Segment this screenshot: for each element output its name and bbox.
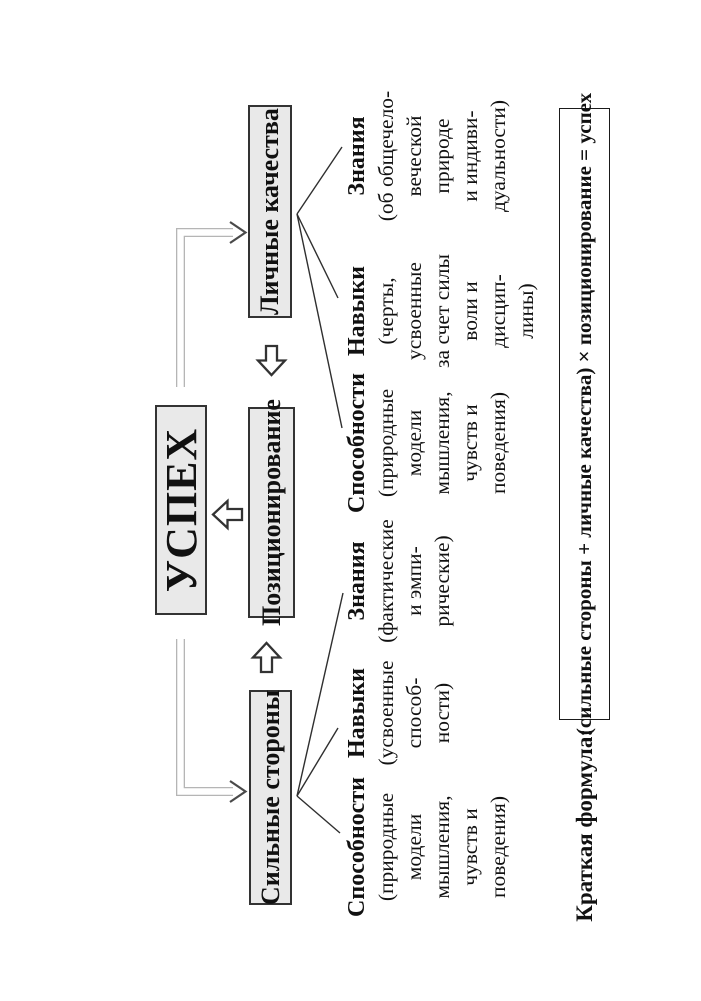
column-desc-line: чувств и [458,808,482,886]
column-desc-line: воли и [458,281,482,341]
column-desc-line: (фактические [374,519,398,643]
column-desc-line: дисцип- [486,274,510,348]
right-block-arrow-icon [250,641,283,674]
column-desc-line: веческой [402,115,426,197]
success-box-label: УСПЕХ [156,427,206,593]
branch-lines-right [296,146,343,429]
personal-abilities-column: Способности (природные модели мышления, … [342,373,512,513]
column-desc-line: модели [402,409,426,477]
elbow-arrow-left-icon [176,639,248,803]
column-desc-line: и индиви- [458,110,482,202]
column-desc-line: мышления, [430,795,454,899]
personal-qualities-box: Личные качества [248,105,292,318]
elbow-arrow-right-icon [176,221,248,387]
column-desc-line: ности) [430,682,454,744]
personal-skills-column: Навыки (черты, усвоенные за счет силы во… [342,241,540,381]
column-desc-line: (природные [374,388,398,498]
column-desc-line: усвоенные [402,262,426,360]
column-desc-line: поведения) [486,795,510,899]
strengths-box-label: Сильные стороны [255,689,285,906]
column-desc-line: лины) [514,283,538,339]
column-header: Знания [344,541,370,621]
column-desc-line: (об общечело- [374,90,398,222]
column-desc-line: мышления, [430,391,454,495]
column-desc-line: поведения) [486,391,510,495]
column-desc-line: за счет силы [430,254,454,368]
strengths-abilities-column: Способности (природные модели мышления, … [342,777,512,917]
formula-box: (сильные стороны + личные качества) × по… [559,93,610,735]
column-desc-line: рические) [430,535,454,627]
branch-lines-left [296,592,344,834]
formula-label: Краткая формула: [572,729,597,922]
up-block-arrow-icon [211,498,244,531]
column-desc-line: и эмпи- [402,546,426,616]
column-desc-line: чувств и [458,404,482,482]
personal-qualities-box-label: Личные качества [255,108,284,315]
column-header: Знания [344,116,370,196]
positioning-box-label: Позиционирование [256,399,286,626]
positioning-box: Позиционирование [248,399,295,626]
column-desc-line: способ- [402,677,426,749]
formula-text: (сильные стороны + личные качества) × по… [572,92,596,736]
column-desc-line: модели [402,813,426,881]
column-header: Навыки [344,265,370,357]
strengths-box: Сильные стороны [249,690,292,905]
column-desc-line: природе [430,118,454,194]
success-box: УСПЕХ [155,405,207,615]
personal-knowledge-column: Знания (об общечело- веческой природе и … [342,86,512,226]
column-header: Способности [344,777,370,917]
strengths-knowledge-column: Знания (фактические и эмпи- рические) [342,511,456,651]
column-desc-line: (черты, [374,277,398,345]
left-block-arrow-icon [255,344,288,377]
strengths-skills-column: Навыки (усвоенные способ- ности) [342,643,456,783]
column-desc-line: (природные [374,792,398,902]
column-header: Способности [344,373,370,513]
column-desc-line: дуальности) [486,99,510,213]
column-desc-line: (усвоенные [374,660,398,766]
column-header: Навыки [344,667,370,759]
